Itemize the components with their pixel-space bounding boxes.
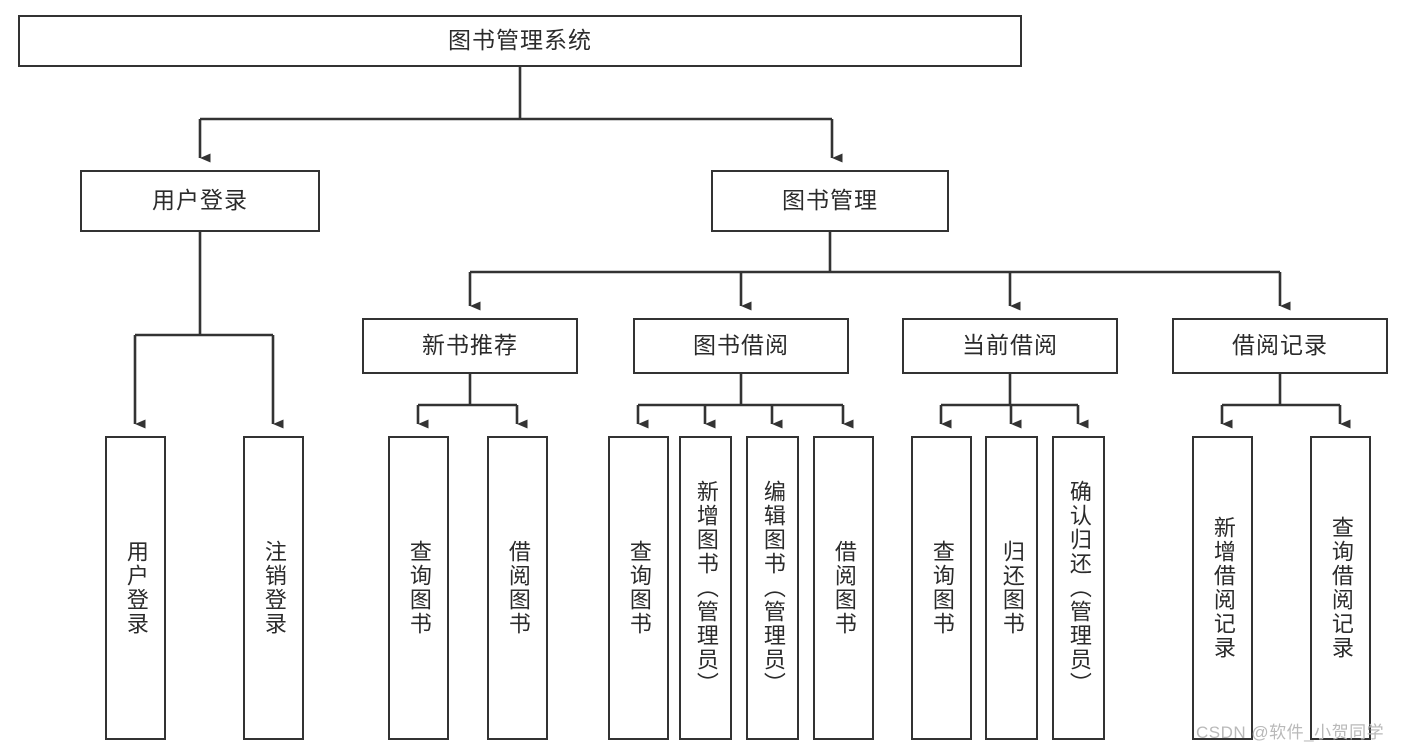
node-leaf-borrow-book-1[interactable]: 借阅图书 xyxy=(487,436,548,740)
node-leaf-return-book-label: 归还图书 xyxy=(999,540,1025,636)
node-book-manage-label: 图书管理 xyxy=(782,187,878,214)
node-leaf-confirm-return-label: 确认归还（管理员） xyxy=(1066,480,1092,696)
node-leaf-user-login[interactable]: 用户登录 xyxy=(105,436,166,740)
node-borrow-record[interactable]: 借阅记录 xyxy=(1172,318,1388,374)
node-leaf-edit-book-label: 编辑图书（管理员） xyxy=(760,480,786,696)
node-current-borrow[interactable]: 当前借阅 xyxy=(902,318,1118,374)
node-user-login-label: 用户登录 xyxy=(152,187,248,214)
node-leaf-add-book-label: 新增图书（管理员） xyxy=(693,480,719,696)
node-leaf-query-record-label: 查询借阅记录 xyxy=(1328,516,1354,660)
node-book-borrow-label: 图书借阅 xyxy=(693,332,789,359)
node-leaf-borrow-book-2-label: 借阅图书 xyxy=(831,540,857,636)
node-new-book-rec-label: 新书推荐 xyxy=(422,332,518,359)
node-root-label: 图书管理系统 xyxy=(448,27,592,54)
node-leaf-query-book-1-label: 查询图书 xyxy=(406,540,432,636)
node-leaf-user-login-label: 用户登录 xyxy=(123,540,149,636)
node-leaf-query-book-2[interactable]: 查询图书 xyxy=(608,436,669,740)
node-leaf-query-book-2-label: 查询图书 xyxy=(626,540,652,636)
node-leaf-add-record-label: 新增借阅记录 xyxy=(1210,516,1236,660)
node-leaf-add-record[interactable]: 新增借阅记录 xyxy=(1192,436,1253,740)
node-leaf-edit-book[interactable]: 编辑图书（管理员） xyxy=(746,436,799,740)
node-leaf-return-book[interactable]: 归还图书 xyxy=(985,436,1038,740)
node-leaf-query-record[interactable]: 查询借阅记录 xyxy=(1310,436,1371,740)
node-leaf-query-book-3[interactable]: 查询图书 xyxy=(911,436,972,740)
node-leaf-query-book-1[interactable]: 查询图书 xyxy=(388,436,449,740)
node-borrow-record-label: 借阅记录 xyxy=(1232,332,1328,359)
node-book-borrow[interactable]: 图书借阅 xyxy=(633,318,849,374)
node-leaf-confirm-return[interactable]: 确认归还（管理员） xyxy=(1052,436,1105,740)
node-leaf-logout[interactable]: 注销登录 xyxy=(243,436,304,740)
node-root[interactable]: 图书管理系统 xyxy=(18,15,1022,67)
node-current-borrow-label: 当前借阅 xyxy=(962,332,1058,359)
node-user-login[interactable]: 用户登录 xyxy=(80,170,320,232)
node-leaf-logout-label: 注销登录 xyxy=(261,540,287,636)
node-leaf-borrow-book-1-label: 借阅图书 xyxy=(505,540,531,636)
node-leaf-borrow-book-2[interactable]: 借阅图书 xyxy=(813,436,874,740)
node-leaf-query-book-3-label: 查询图书 xyxy=(929,540,955,636)
node-leaf-add-book[interactable]: 新增图书（管理员） xyxy=(679,436,732,740)
node-new-book-rec[interactable]: 新书推荐 xyxy=(362,318,578,374)
node-book-manage[interactable]: 图书管理 xyxy=(711,170,949,232)
